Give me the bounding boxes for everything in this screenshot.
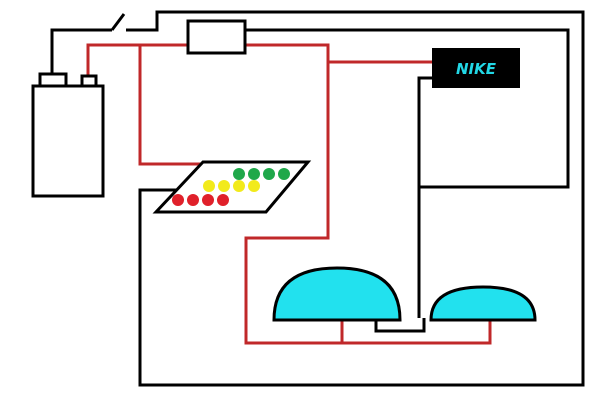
fuse — [186, 19, 247, 55]
led-green-4 — [278, 168, 290, 180]
led-green-3 — [263, 168, 275, 180]
battery-terminal-positive — [80, 74, 98, 88]
brand-label: NIKE — [456, 60, 497, 78]
led-red-2 — [187, 194, 199, 206]
wire-battery-to-fuse — [86, 43, 188, 75]
led-yellow-3 — [233, 180, 245, 192]
led-yellow-1 — [203, 180, 215, 192]
battery — [31, 72, 105, 198]
battery-body — [31, 84, 105, 198]
led-yellow-2 — [218, 180, 230, 192]
brand-box: NIKE — [432, 48, 520, 88]
led-group — [172, 168, 290, 206]
led-yellow-4 — [248, 180, 260, 192]
brand-box-bg — [432, 48, 520, 88]
wire-switch-to-outer-frame — [126, 10, 585, 387]
black-wires — [50, 10, 585, 387]
led-panel — [152, 160, 312, 214]
wire-fuse-to-right-loop — [245, 28, 570, 189]
wire-fuse-to-domes — [244, 43, 492, 345]
led-green-1 — [233, 168, 245, 180]
wire-dome-junction — [374, 318, 426, 333]
dome-right — [429, 285, 537, 322]
wire-fuse-to-led-panel — [138, 45, 208, 166]
red-wires — [86, 43, 492, 345]
dome-left — [272, 266, 402, 322]
led-red-3 — [202, 194, 214, 206]
switch-lever — [110, 13, 126, 31]
wire-battery-to-switch — [50, 28, 112, 75]
led-red-1 — [172, 194, 184, 206]
led-red-4 — [217, 194, 229, 206]
led-green-2 — [248, 168, 260, 180]
battery-terminal-negative — [38, 72, 68, 88]
